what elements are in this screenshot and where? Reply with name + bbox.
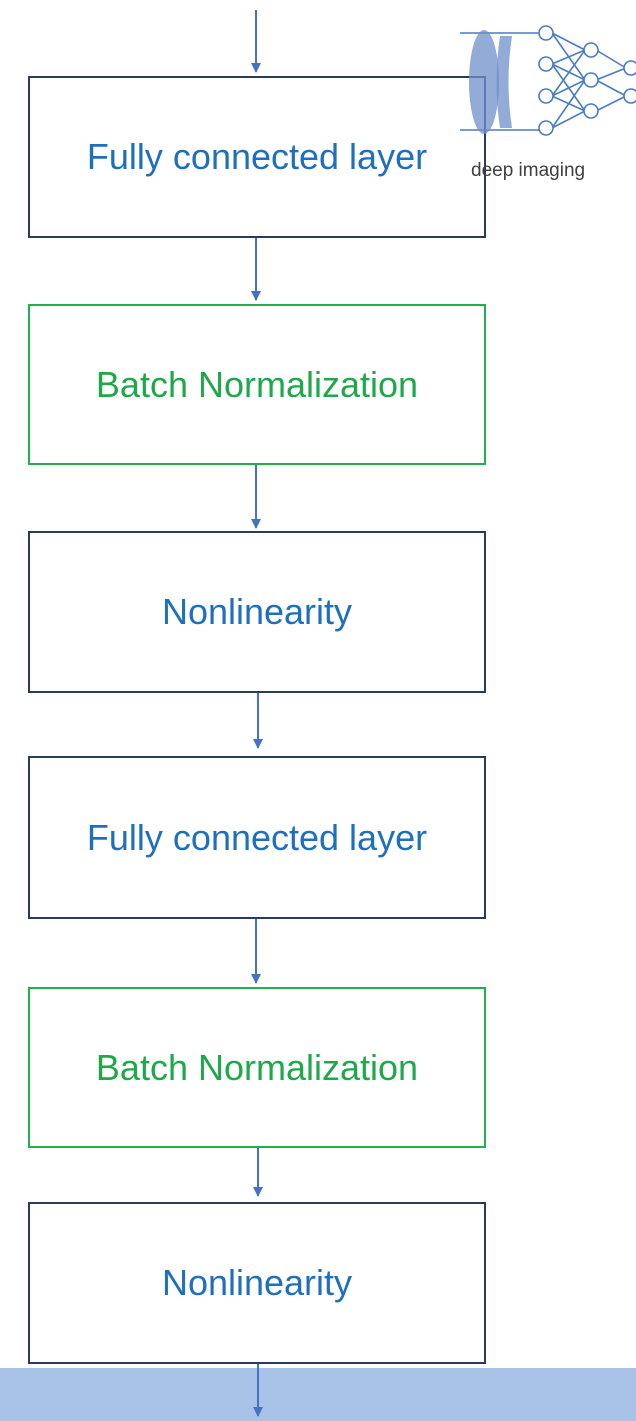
block-label: Nonlinearity <box>161 591 353 632</box>
block-label: Fully connected layer <box>86 816 428 858</box>
fc-layer-block-1: Fully connected layer <box>28 76 486 238</box>
batch-norm-block-2: Batch Normalization <box>28 987 486 1148</box>
block-label: Batch Normalization <box>95 363 419 405</box>
block-label: Nonlinearity <box>161 1262 353 1303</box>
block-label: Batch Normalization <box>95 1046 419 1088</box>
logo-caption: deep imaging <box>471 160 586 181</box>
batch-norm-block-1: Batch Normalization <box>28 304 486 465</box>
bottom-bar <box>0 1368 636 1421</box>
deep-imaging-logo-icon <box>460 25 636 136</box>
nonlinearity-block-1: Nonlinearity <box>28 531 486 693</box>
fc-layer-block-2: Fully connected layer <box>28 756 486 919</box>
block-label: Fully connected layer <box>86 136 428 177</box>
nonlinearity-block-2: Nonlinearity <box>28 1202 486 1364</box>
